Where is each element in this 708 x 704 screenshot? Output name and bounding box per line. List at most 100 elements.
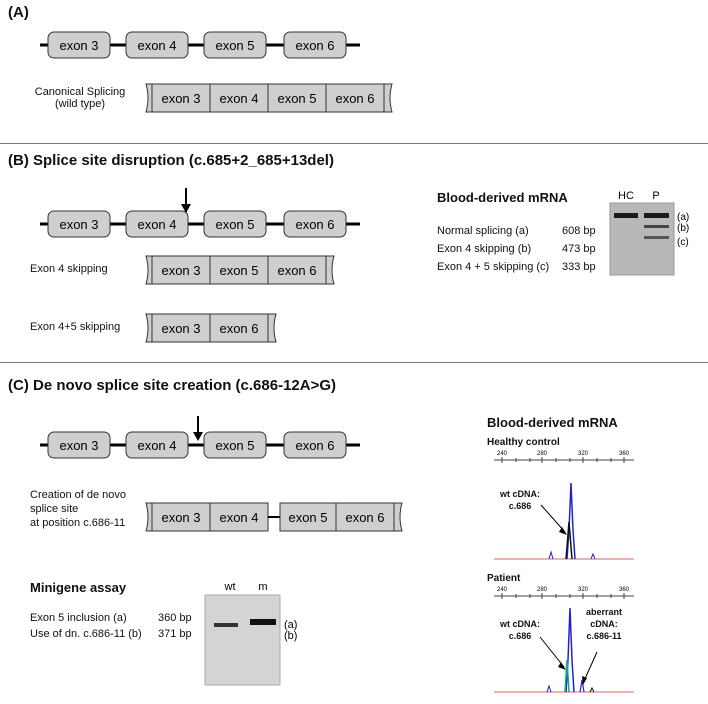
minigene-gel-image (205, 595, 280, 685)
table-row-label: Exon 4 skipping (b) (437, 243, 532, 255)
wt-label-healthy: wt cDNA: c.686 (500, 488, 540, 512)
panel-a-header: (A) (8, 4, 29, 21)
table-row-size: 608 bp (562, 225, 596, 237)
exon-label: exon 3 (59, 38, 98, 53)
chromatogram-healthy: 240 280 320 360 (494, 451, 634, 560)
exon-6-box (283, 31, 347, 59)
band-label: (b) (284, 630, 297, 642)
exon-label: exon 5 (215, 438, 254, 453)
exon-label: exon 5 (215, 217, 254, 232)
mrna-label: exon 5 (288, 510, 327, 525)
panel-c-header: (C) De novo splice site creation (c.686-… (8, 377, 337, 394)
exon-label: exon 6 (295, 438, 334, 453)
peak-blue (565, 607, 575, 693)
mrna-label: exon 6 (335, 91, 374, 106)
panel-b-gene: exon 3 exon 4 exon 5 exon 6 (40, 188, 360, 238)
panel-c-mrna: exon 3 exon 4 exon 5 exon 6 (145, 502, 403, 532)
band-label: (c) (677, 237, 689, 248)
exon-label: exon 6 (295, 38, 334, 53)
exon-label: exon 4 (137, 217, 176, 232)
gel-band-p-c (644, 236, 669, 239)
peak-green (564, 659, 570, 693)
wt-label-line: c.686 (508, 501, 532, 511)
gel-lane-label: wt (224, 581, 236, 593)
table-row-label: Normal splicing (a) (437, 225, 529, 237)
panel-a-mrna: exon 3 exon 4 exon 5 exon 6 (145, 83, 393, 113)
exon-label: exon 6 (295, 217, 334, 232)
chromatogram-patient: 240 280 320 360 (494, 587, 634, 693)
exon-label: exon 3 (59, 217, 98, 232)
band-label: (b) (677, 223, 689, 234)
exon-label: exon 3 (59, 438, 98, 453)
aberrant-label-line: aberrant (586, 607, 623, 617)
gel-lane-label: m (258, 581, 267, 593)
gel-lane-label: P (652, 190, 659, 202)
gel-band-p-a (644, 213, 669, 218)
peak-blue (566, 482, 576, 560)
axis-tick: 280 (537, 451, 548, 457)
wt-label-line: wt cDNA: (500, 619, 540, 629)
aberrant-label-line: cDNA: (590, 619, 618, 629)
mrna-label: exon 5 (277, 91, 316, 106)
mrna-exon-5 (267, 83, 327, 113)
exon-3-box (47, 31, 111, 59)
exon-label: exon 4 (137, 438, 176, 453)
minigene-row-size: 371 bp (158, 628, 192, 640)
minigene-row-label: Exon 5 inclusion (a) (30, 612, 127, 624)
mrna-label: exon 5 (219, 263, 258, 278)
exon-label: exon 4 (137, 38, 176, 53)
table-row-size: 333 bp (562, 261, 596, 273)
mrna-label: exon 6 (219, 321, 258, 336)
panel-c-gene: exon 3 exon 4 exon 5 exon 6 (40, 416, 360, 459)
mrna-label: exon 3 (161, 321, 200, 336)
mrna-label: exon 4 (219, 91, 258, 106)
gel-band-wt (214, 623, 238, 627)
mrna-label: exon 4 (219, 510, 258, 525)
panel-c-gel: wt m (a) (b) (204, 581, 297, 686)
wt-label-patient: wt cDNA: c.686 (500, 618, 540, 642)
creation-label: Creation of de novo splice site at posit… (30, 488, 126, 530)
mrna-exon-4 (209, 83, 269, 113)
canonical-label-line: (wild type) (54, 98, 106, 110)
peak-black (565, 521, 573, 560)
axis-tick: 320 (578, 451, 589, 457)
gel-band-m (250, 619, 276, 625)
panel-b-header: (B) Splice site disruption (c.685+2_685+… (8, 152, 334, 169)
minigene-row-size: 360 bp (158, 612, 192, 624)
panel-b-skip4-mrna: exon 3 exon 5 exon 6 (145, 255, 335, 285)
mrna-exon-6 (325, 83, 385, 113)
wt-label-line: wt cDNA: (500, 489, 540, 499)
skip45-label: Exon 4+5 skipping (30, 321, 121, 333)
mrna-label: exon 6 (345, 510, 384, 525)
healthy-control-title: Healthy control (487, 437, 560, 448)
mrna-label: exon 3 (161, 91, 200, 106)
table-row-size: 473 bp (562, 243, 596, 255)
aberrant-label-line: c.686-11 (586, 631, 622, 641)
band-label: (a) (284, 619, 297, 631)
axis-tick: 360 (619, 587, 630, 593)
creation-label-line: Creation of de novo (30, 489, 127, 501)
blood-mrna-title-b: Blood-derived mRNA (437, 190, 568, 205)
axis-tick: 240 (497, 451, 508, 457)
axis-tick: 360 (619, 451, 630, 457)
table-row-label: Exon 4 + 5 skipping (c) (437, 261, 550, 273)
axis-tick: 240 (497, 587, 508, 593)
blood-mrna-title-c: Blood-derived mRNA (487, 415, 618, 430)
mrna-label: exon 3 (161, 510, 200, 525)
mrna-exon-3 (151, 83, 211, 113)
divider (0, 362, 708, 363)
axis-tick: 320 (578, 587, 589, 593)
canonical-label: Canonical Splicing (wild type) (30, 86, 130, 110)
axis-tick: 280 (537, 587, 548, 593)
panel-a-gene: exon 3 exon 4 exon 5 exon 6 (40, 31, 360, 59)
mrna-label: exon 6 (277, 263, 316, 278)
gel-band-p-b (644, 225, 669, 228)
band-label: (a) (677, 212, 689, 223)
gel-band-hc-a (614, 213, 638, 218)
exon-label: exon 5 (215, 38, 254, 53)
creation-label-line: at position c.686-11 (30, 517, 126, 529)
panel-b-skip45-mrna: exon 3 exon 6 (145, 313, 277, 343)
skip4-label: Exon 4 skipping (30, 263, 108, 275)
panel-b-gel: HC P (a) (b) (c) (609, 190, 689, 276)
